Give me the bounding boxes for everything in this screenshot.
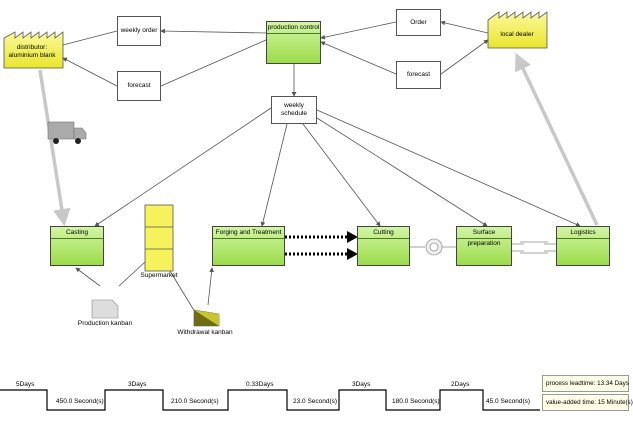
weekly-order-box[interactable]: weekly order — [117, 16, 161, 46]
timeline-seconds-2: 210.0 Second(s) — [171, 398, 219, 405]
forecast-left-box[interactable]: forecast — [117, 71, 161, 101]
supplier-label: distributor: aluminium blank — [8, 44, 56, 59]
withdrawal-kanban-label: Withdrawal kanban — [177, 329, 233, 336]
timeline-seconds-3: 23.0 Second(s) — [293, 398, 338, 405]
truck-icon — [47, 121, 87, 144]
production-kanban-icon — [91, 299, 119, 319]
kanban-flows — [75, 261, 214, 313]
customer-factory-icon — [487, 11, 548, 49]
supermarket-label: Supermarket — [140, 272, 178, 279]
production-control-box[interactable]: production control — [266, 21, 321, 64]
timeline — [0, 389, 540, 411]
timeline-days-1: 5Days — [16, 381, 35, 388]
timeline-days-2: 3Days — [128, 381, 147, 388]
production-kanban-label: Production kanban — [77, 320, 133, 327]
process-casting-label: Casting — [51, 227, 103, 239]
push-arrows — [285, 231, 358, 260]
value-added-summary: value-added time: 15 Minute(s) — [542, 394, 633, 411]
customer-label: local dealer — [500, 31, 534, 38]
timeline-days-5: 2Days — [451, 381, 470, 388]
withdrawal-kanban-icon — [193, 309, 220, 327]
timeline-days-4: 3Days — [352, 381, 371, 388]
supplier-factory-icon — [3, 31, 64, 69]
process-surface-label: Surface preparation — [457, 227, 511, 247]
production-control-label: production control — [267, 22, 320, 34]
process-cutting-label: Cutting — [358, 227, 409, 239]
process-forging-label: Forging and Treatment — [213, 227, 284, 239]
process-logistics-label: Logistics — [557, 227, 609, 239]
fifo-connector — [410, 238, 556, 256]
order-box[interactable]: Order — [396, 9, 441, 36]
information-flows — [62, 20, 581, 227]
weekly-schedule-box[interactable]: weekly schedule — [271, 96, 317, 124]
lead-time-summary: process leadtime: 13.34 Days — [542, 375, 629, 392]
timeline-seconds-5: 45.0 Second(s) — [486, 398, 531, 405]
supermarket-icon — [144, 204, 174, 272]
process-cutting[interactable]: Cutting — [357, 226, 410, 266]
timeline-days-3: 0.33Days — [246, 381, 274, 388]
forecast-right-box[interactable]: forecast — [396, 61, 441, 89]
shipment-arrows — [38, 52, 599, 227]
process-casting[interactable]: Casting — [50, 226, 104, 266]
timeline-seconds-1: 450.0 Second(s) — [56, 398, 104, 405]
process-logistics[interactable]: Logistics — [556, 226, 610, 266]
timeline-seconds-4: 180.0 Second(s) — [392, 398, 440, 405]
process-forging[interactable]: Forging and Treatment — [212, 226, 285, 266]
process-surface-preparation[interactable]: Surface preparation — [456, 226, 512, 266]
